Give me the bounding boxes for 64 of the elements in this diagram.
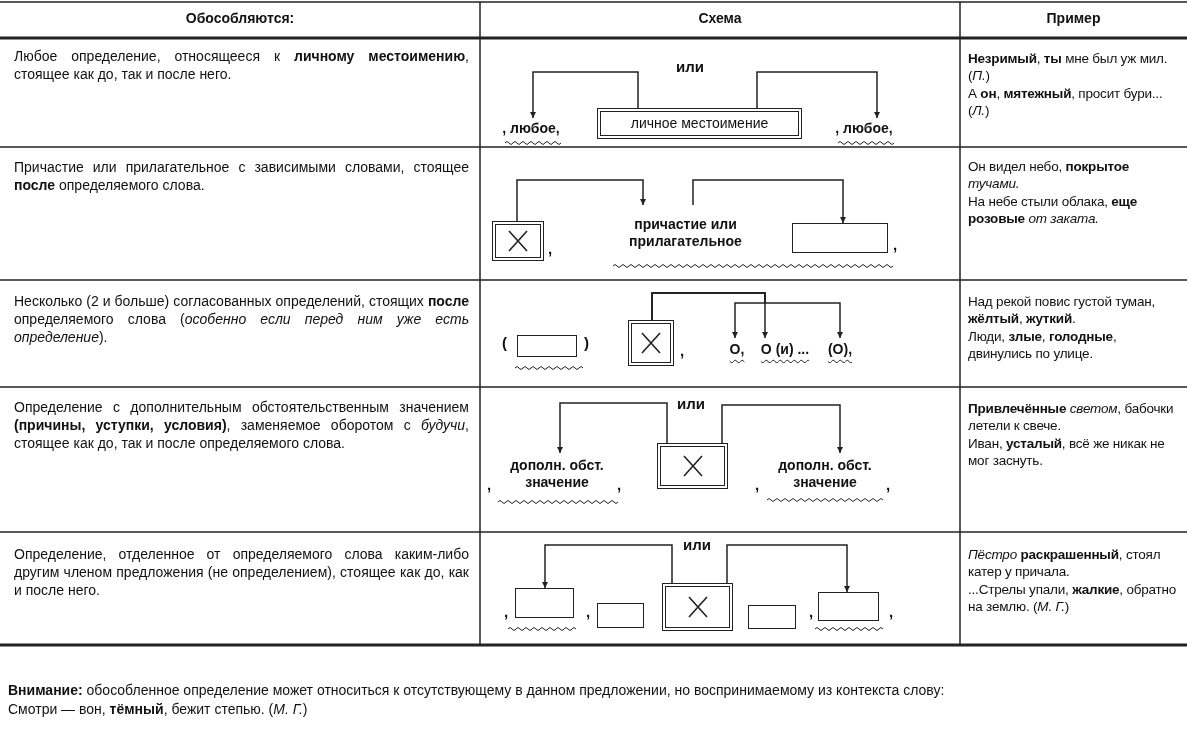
comma: , [504, 603, 509, 620]
rule-text: Любое определение, относящееся к личному местоимению, стоящее как до, так и после него. [14, 47, 469, 83]
arrow [542, 544, 673, 589]
column-header: Пример [1045, 10, 1102, 26]
comma: , [755, 476, 760, 493]
arrow [651, 292, 843, 339]
rule-text: Несколько (2 и больше) согласованных определений, стоящих после определяемого слова (особенно если перед ним уже есть определение). [14, 292, 469, 346]
word-box [792, 223, 888, 253]
comma: , [809, 603, 814, 620]
example-sentence: Люди, злые, голодные, двинулись по улице. [968, 328, 1118, 362]
scheme-term: , любое, [828, 118, 900, 138]
term-box: личное местоимение [597, 108, 802, 139]
arrow [721, 404, 843, 454]
comma: , [586, 603, 591, 620]
comma: , [680, 342, 685, 359]
column-header: Схема [697, 10, 743, 26]
defined-word-box [662, 583, 733, 631]
comma: , [886, 476, 891, 493]
comma: , [548, 240, 553, 257]
example-sentence: Он видел небо, покрытое тучами. [968, 158, 1131, 192]
comma: , [893, 236, 898, 253]
defined-word-box [628, 320, 674, 366]
example-sentence: На небе стыли облака, еще розовые от заката. [968, 193, 1139, 227]
example-sentence: Незримый, ты мне был уж мил. (П.) [968, 50, 1169, 84]
example-sentence: Привлечённые светом, бабочки летели к свече. [968, 400, 1175, 434]
arrow [530, 71, 639, 119]
parenthesis: ) [584, 334, 589, 351]
word-box [517, 335, 577, 357]
scheme-term: причастие или прилагательное [608, 205, 763, 261]
arrow [692, 179, 846, 224]
example-sentence: Пёстро раскрашенный, стоял катер у причала. [968, 546, 1162, 580]
arrow [557, 402, 668, 454]
scheme-term: , любое, [495, 118, 567, 138]
parenthesis: ( [502, 334, 507, 351]
scheme-term: О, [726, 338, 748, 360]
defined-word-box [657, 443, 728, 489]
example-sentence: ...Стрелы упали, жалкие, обратно на землю. (М. Г.) [968, 581, 1178, 615]
scheme-term: дополн. обст. значение [500, 453, 614, 495]
comma: , [889, 603, 894, 620]
scheme-term: О (и) ... [753, 338, 817, 360]
defined-word-box [492, 221, 544, 261]
arrow [516, 179, 646, 222]
word-box [748, 605, 796, 629]
scheme-term: дополн. обст. значение [767, 453, 883, 495]
comma: , [487, 476, 492, 493]
rule-text: Определение, отделенное от определяемого слова каким-либо другим членом предложения (не определением), стоящее как до, как и после него. [14, 545, 469, 599]
example-sentence: А он, мятежный, просит бури... (Л.) [968, 85, 1164, 119]
example-sentence: Над рекой повис густой туман, жёлтый, жуткий. [968, 293, 1157, 327]
rule-text: Определение с дополнительным обстоятельственным значением (причины, уступки, условия), заменяемое оборотом с будучи, стоящее как до, так и после определяемого слова. [14, 398, 469, 452]
scheme-term: (О), [821, 338, 859, 360]
example-sentence: Иван, усталый, всё же никак не мог заснуть. [968, 435, 1166, 469]
arrow [756, 71, 880, 119]
word-box [515, 588, 574, 618]
arrow [726, 544, 850, 593]
rule-text: Причастие или прилагательное с зависимыми словами, стоящее после определяемого слова. [14, 158, 469, 194]
note-text: Внимание: обособленное определение может относиться к отсутствующему в данном предложении, но воспринимаемому из контекста слову: [8, 681, 945, 699]
or-label: или [683, 536, 711, 553]
word-box [597, 603, 644, 628]
word-box [818, 592, 879, 621]
comma: , [617, 476, 622, 493]
note-text: Смотри — вон, тёмный, бежит степью. (М. Г.) [8, 700, 308, 718]
column-header: Обособляются: [184, 10, 296, 26]
or-label: или [676, 58, 704, 75]
or-label: или [677, 395, 705, 412]
